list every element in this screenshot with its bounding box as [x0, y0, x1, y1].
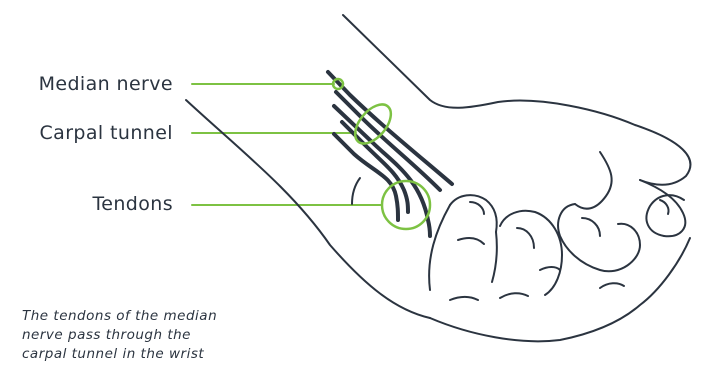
caption-line-3: carpal tunnel in the wrist: [22, 345, 272, 364]
tendons-label: Tendons: [92, 195, 173, 214]
median-nerve-label: Median nerve: [39, 75, 173, 94]
caption-line-1: The tendons of the median: [22, 307, 272, 326]
caption-line-2: nerve pass through the: [22, 326, 272, 345]
hand-outline: [186, 15, 690, 341]
carpal-tunnel-label: Carpal tunnel: [40, 124, 174, 143]
caption: The tendons of the median nerve pass thr…: [22, 307, 272, 364]
tendons-and-nerve: [328, 72, 452, 236]
leader-lines: [192, 84, 382, 205]
